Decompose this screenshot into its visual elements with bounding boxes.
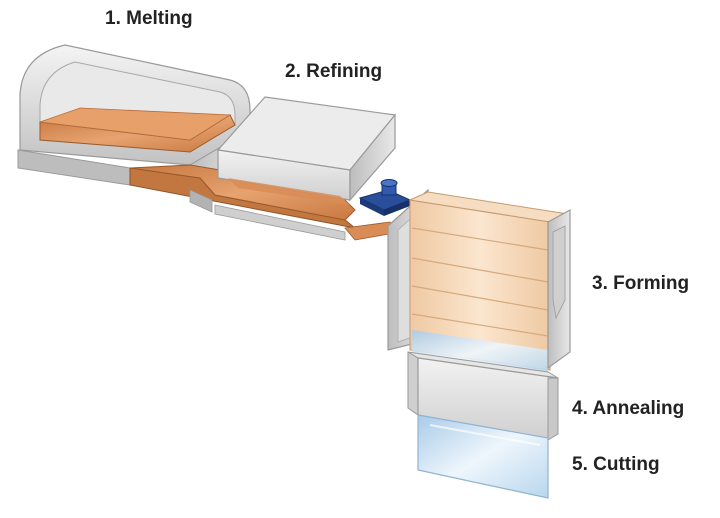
label-forming: 3. Forming [592,273,690,294]
molten-channel [129,164,401,241]
stirrer [358,179,412,216]
label-annealing: 4. Annealing [572,398,685,419]
cut-glass-sheet [417,414,549,499]
label-refining: 2. Refining [285,61,383,82]
label-cutting: 5. Cutting [572,454,660,475]
annealing-lehr [407,351,559,441]
label-melting: 1. Melting [105,8,193,29]
refining-chamber [216,96,397,205]
forming-section [387,188,571,372]
